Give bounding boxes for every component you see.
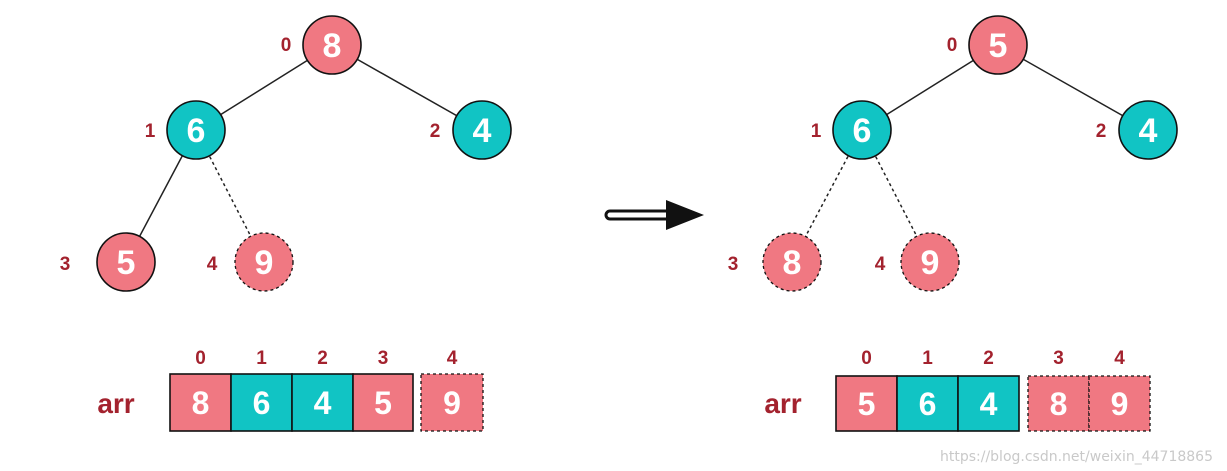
right-node-2: 4 2 xyxy=(1096,100,1178,160)
right-cell-4-index: 4 xyxy=(1114,348,1125,369)
left-node-2-value: 4 xyxy=(473,112,492,150)
right-node-2-circle xyxy=(1118,100,1178,160)
right-cell-1-value: 6 xyxy=(919,386,937,422)
right-cell-0-index: 0 xyxy=(861,348,872,369)
left-node-0: 8 0 xyxy=(281,15,362,75)
right-node-1: 6 1 xyxy=(811,100,892,160)
left-cell-0-box xyxy=(169,373,232,432)
left-cell-4-box xyxy=(420,373,484,432)
watermark: https://blog.csdn.net/weixin_44718865 xyxy=(939,449,1213,465)
left-node-4-circle xyxy=(234,232,294,292)
right-node-1-circle xyxy=(832,100,892,160)
left-node-0-value: 8 xyxy=(323,27,342,65)
left-node-0-index: 0 xyxy=(281,35,292,56)
right-node-4-circle xyxy=(900,232,960,292)
left-cell-3-value: 5 xyxy=(374,385,392,421)
left-cell-3-index: 3 xyxy=(378,348,389,369)
left-node-3-circle xyxy=(96,232,156,292)
right-node-3: 8 3 xyxy=(728,232,822,292)
right-node-0: 5 0 xyxy=(947,15,1028,75)
right-cell-4-value: 9 xyxy=(1111,386,1129,422)
right-node-1-value: 6 xyxy=(853,112,872,150)
right-cell-4-box xyxy=(1088,375,1151,432)
left-cell-2-box xyxy=(291,373,354,432)
right-cell-3-index: 3 xyxy=(1053,348,1064,369)
right-node-3-value: 8 xyxy=(783,244,802,282)
left-node-0-circle xyxy=(302,15,362,75)
left-node-4: 9 4 xyxy=(207,232,294,292)
right-node-4: 9 4 xyxy=(875,232,960,292)
right-cell-2-index: 2 xyxy=(983,348,994,369)
right-node-2-index: 2 xyxy=(1096,121,1107,142)
right-array: arr 5 0 6 1 4 2 8 3 9 4 xyxy=(764,348,1151,432)
left-node-4-index: 4 xyxy=(207,254,218,275)
left-cell-4-value: 9 xyxy=(443,385,461,421)
left-cell-2-value: 4 xyxy=(314,385,332,421)
right-node-4-value: 9 xyxy=(921,244,940,282)
left-cell-3-box xyxy=(352,373,414,432)
right-node-0-value: 5 xyxy=(989,27,1008,65)
left-node-1-index: 1 xyxy=(145,121,156,142)
right-node-0-index: 0 xyxy=(947,35,958,56)
left-node-1-value: 6 xyxy=(187,112,206,150)
left-array-label: arr xyxy=(97,388,134,419)
right-node-2-value: 4 xyxy=(1139,112,1158,150)
left-node-2: 4 2 xyxy=(430,100,512,160)
left-array: arr 8 0 6 1 4 2 5 3 9 4 xyxy=(97,348,484,432)
right-node-0-circle xyxy=(968,15,1028,75)
right-node-1-index: 1 xyxy=(811,121,822,142)
left-cell-4-index: 4 xyxy=(447,348,458,369)
right-cell-3-box xyxy=(1027,375,1090,432)
left-node-4-value: 9 xyxy=(255,244,274,282)
left-cell-0-index: 0 xyxy=(195,348,206,369)
left-node-3-value: 5 xyxy=(117,244,136,282)
left-node-3-index: 3 xyxy=(60,254,71,275)
right-cell-0-value: 5 xyxy=(858,386,876,422)
right-node-3-circle xyxy=(762,232,822,292)
left-tree: 8 0 6 1 4 2 5 3 9 4 xyxy=(60,15,512,292)
right-node-3-index: 3 xyxy=(728,254,739,275)
right-tree: 5 0 6 1 4 2 8 3 9 4 xyxy=(728,15,1178,292)
left-node-2-index: 2 xyxy=(430,121,441,142)
transition-arrow-icon xyxy=(604,200,704,230)
left-cell-2-index: 2 xyxy=(317,348,328,369)
left-node-3: 5 3 xyxy=(60,232,156,292)
right-node-4-index: 4 xyxy=(875,254,886,275)
right-cell-3-value: 8 xyxy=(1050,386,1068,422)
left-node-1: 6 1 xyxy=(145,100,226,160)
left-cell-1-index: 1 xyxy=(256,348,267,369)
left-node-2-circle xyxy=(452,100,512,160)
left-node-1-circle xyxy=(166,100,226,160)
right-array-label: arr xyxy=(764,388,801,419)
right-cell-2-box xyxy=(957,375,1020,432)
left-cell-1-value: 6 xyxy=(253,385,271,421)
right-cell-0-box xyxy=(835,375,898,432)
right-cell-1-index: 1 xyxy=(922,348,933,369)
right-cell-2-value: 4 xyxy=(980,386,998,422)
left-cell-0-value: 8 xyxy=(192,385,210,421)
